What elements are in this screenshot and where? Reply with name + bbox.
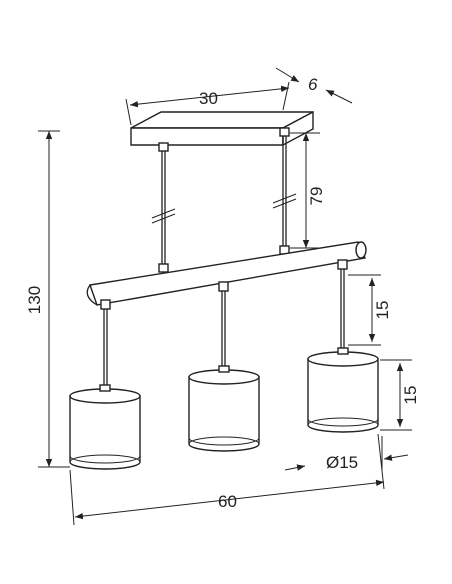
lamp-bar [86,241,367,306]
dim-label-top-width: 30 [199,89,218,108]
lamp-cords [100,259,348,388]
suspension-wires [151,127,297,273]
dim-label-shade-diameter: Ø15 [326,453,358,472]
lamp-shade-right [307,347,379,433]
ceiling-canopy [130,110,314,147]
lamp-shade-center [188,365,260,452]
dim-label-suspension: 79 [307,187,326,206]
dim-label-total-height: 130 [25,286,44,314]
lamp-shade-left [69,384,141,470]
dim-label-lamp-drop: 15 [373,301,392,320]
dim-label-depth: 6 [308,75,318,94]
dim-top-width: 30 [125,81,290,126]
dim-shade-diameter: Ø15 [284,436,409,472]
dim-suspension: 79 [290,132,326,249]
dim-label-shade-height: 15 [401,386,420,405]
dim-lamp-drop: 15 [348,274,392,346]
dim-shade-height: 15 [380,359,420,431]
dim-depth: 6 [275,67,353,104]
dim-label-total-width: 60 [218,492,237,511]
dim-total-height: 130 [25,130,70,468]
dim-total-width: 60 [69,433,385,526]
